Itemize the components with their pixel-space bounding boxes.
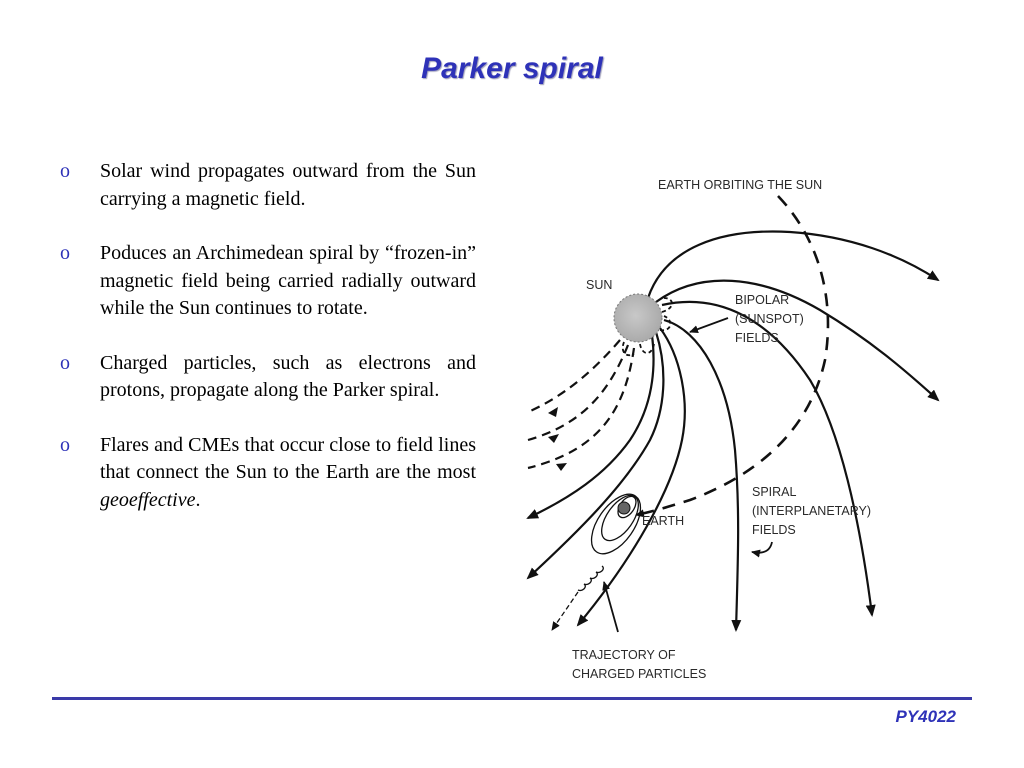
field-line <box>655 279 940 402</box>
field-line <box>527 339 621 414</box>
bullet-text: Solar wind propagates outward from the S… <box>100 160 476 210</box>
dashed-line-arrows <box>548 407 567 471</box>
earth-magnetosphere <box>590 493 642 555</box>
bullet-marker: o <box>60 242 70 264</box>
bullet-text-end: . <box>195 488 201 511</box>
bullet-marker: o <box>60 433 70 456</box>
bullet-marker: o <box>60 160 70 182</box>
label-spiral: SPIRAL <box>752 485 797 499</box>
particle-trajectory <box>551 565 604 631</box>
bipolar-loops <box>621 297 673 357</box>
field-line <box>526 334 655 519</box>
field-line <box>527 344 630 442</box>
bullet-item: o Poduces an Archimedean spiral by “froz… <box>60 240 476 323</box>
bullet-item: o Solar wind propagates outward from the… <box>60 158 476 213</box>
bipolar-pointer-arrow <box>689 317 729 333</box>
emphasis-text: geoeffective <box>100 488 196 511</box>
spiral-pointer-arrow <box>751 541 773 558</box>
field-line <box>527 347 636 470</box>
field-line <box>661 300 876 617</box>
bullet-item: o Charged particles, such as electrons a… <box>60 350 476 405</box>
label-bipolar: BIPOLAR <box>735 293 789 307</box>
bullet-marker: o <box>60 351 70 374</box>
bullet-text: Flares and CMEs that occur close to fiel… <box>100 432 476 515</box>
label-spiral: (INTERPLANETARY) <box>752 504 871 518</box>
bullet-text: Poduces an Archimedean spiral by “frozen… <box>100 242 476 319</box>
parker-spiral-diagram: EARTH ORBITING THE SUN SUN BIPOLAR (SUNS… <box>526 178 940 681</box>
footer-course-code: PY4022 <box>895 707 957 726</box>
label-bipolar: (SUNSPOT) <box>735 312 804 326</box>
field-line <box>576 327 686 627</box>
slide-title: Parker spiral <box>421 52 603 85</box>
dashed-field-lines <box>527 339 636 470</box>
label-spiral: FIELDS <box>752 523 796 537</box>
bullet-text-main: Flares and CMEs that occur close to fiel… <box>100 433 476 484</box>
spiral-field-lines <box>526 230 940 632</box>
field-line <box>663 318 742 632</box>
label-trajectory: TRAJECTORY OF <box>572 648 676 662</box>
label-trajectory: CHARGED PARTICLES <box>572 667 706 681</box>
bullet-list: o Solar wind propagates outward from the… <box>60 158 476 541</box>
label-sun: SUN <box>586 278 612 292</box>
bullet-item: o Flares and CMEs that occur close to fi… <box>60 432 476 515</box>
bullet-text: Charged particles, such as electrons and… <box>100 351 476 402</box>
earth-icon <box>617 501 631 515</box>
trajectory-pointer-arrow <box>602 581 619 633</box>
earth-orbit <box>635 195 830 518</box>
footer-rule <box>52 697 972 700</box>
field-line <box>526 331 665 580</box>
label-earth-orbit: EARTH ORBITING THE SUN <box>658 178 822 192</box>
label-bipolar: FIELDS <box>735 331 779 345</box>
sun-icon <box>613 293 663 343</box>
label-earth: EARTH <box>642 514 684 528</box>
field-line <box>646 230 940 299</box>
